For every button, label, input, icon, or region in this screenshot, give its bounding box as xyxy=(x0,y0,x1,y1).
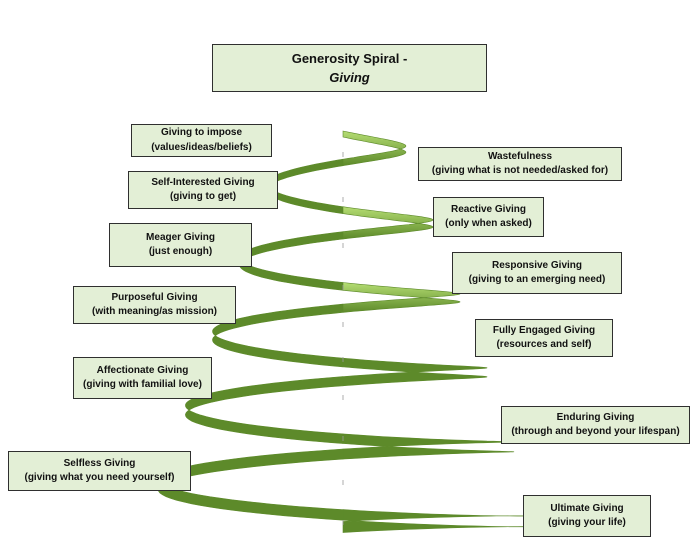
spiral-back-segment-8 xyxy=(342,433,516,460)
title-line-1: Generosity Spiral - xyxy=(291,50,408,66)
level-box-reactive-giving: Reactive Giving (only when asked) xyxy=(433,197,544,237)
title-line-2: Giving xyxy=(329,70,370,85)
spiral-front-segment-4 xyxy=(342,282,461,313)
level-box-wastefulness: Wastefulness (giving what is not needed/… xyxy=(418,147,622,181)
level-subtitle: (giving with familial love) xyxy=(83,379,202,390)
level-subtitle: (only when asked) xyxy=(445,218,532,229)
spiral-front-segment-0 xyxy=(342,130,407,167)
level-box-giving-to-impose: Giving to impose (values/ideas/beliefs) xyxy=(131,124,272,157)
spiral-front-segments xyxy=(342,130,461,313)
level-title: Purposeful Giving xyxy=(111,291,198,303)
level-title: Responsive Giving xyxy=(491,259,583,271)
level-box-fully-engaged-giving: Fully Engaged Giving (resources and self… xyxy=(475,319,613,357)
level-title: Ultimate Giving xyxy=(550,502,624,514)
level-box-ultimate-giving: Ultimate Giving (giving your life) xyxy=(523,495,651,537)
spiral-back-segment-6 xyxy=(342,357,488,387)
spiral-front-segment-2 xyxy=(342,206,434,240)
spiral-back-segment-10 xyxy=(342,509,542,533)
level-title: Affectionate Giving xyxy=(96,364,189,376)
level-subtitle: (giving to an emerging need) xyxy=(468,274,606,285)
level-subtitle: (through and beyond your lifespan) xyxy=(511,426,680,437)
level-box-purposeful-giving: Purposeful Giving (with meaning/as missi… xyxy=(73,286,236,324)
level-title: Giving to impose xyxy=(160,127,243,138)
spiral-back-segment-1 xyxy=(266,158,344,214)
level-subtitle: (with meaning/as mission) xyxy=(91,306,218,317)
level-subtitle: (resources and self) xyxy=(496,339,592,350)
level-subtitle: (giving what you need yourself) xyxy=(24,472,175,483)
level-subtitle: (giving what is not needed/asked for) xyxy=(431,165,609,176)
level-box-responsive-giving: Responsive Giving (giving to an emerging… xyxy=(452,252,622,294)
level-subtitle: (just enough) xyxy=(148,246,213,257)
level-title: Reactive Giving xyxy=(450,203,527,215)
level-subtitle: (giving to get) xyxy=(169,191,237,202)
spiral-back-segment-3 xyxy=(239,231,344,291)
level-box-meager-giving: Meager Giving (just enough) xyxy=(109,223,252,267)
diagram-title: Generosity Spiral - Giving xyxy=(212,44,487,92)
level-title: Wastefulness xyxy=(487,150,553,162)
spiral-back-segments xyxy=(157,158,542,533)
level-subtitle: (giving your life) xyxy=(548,517,626,528)
level-box-self-interested-giving: Self-Interested Giving (giving to get) xyxy=(128,171,278,209)
level-title: Selfless Giving xyxy=(63,457,136,469)
level-box-affectionate-giving: Affectionate Giving (giving with familia… xyxy=(73,357,212,399)
level-title: Enduring Giving xyxy=(556,411,635,423)
level-title: Fully Engaged Giving xyxy=(492,324,596,336)
level-title: Meager Giving xyxy=(146,231,215,243)
level-subtitle: (values/ideas/beliefs) xyxy=(151,141,252,153)
level-title: Self-Interested Giving xyxy=(151,176,255,188)
level-box-enduring-giving: Enduring Giving (through and beyond your… xyxy=(501,406,690,444)
level-box-selfless-giving: Selfless Giving (giving what you need yo… xyxy=(8,451,191,491)
